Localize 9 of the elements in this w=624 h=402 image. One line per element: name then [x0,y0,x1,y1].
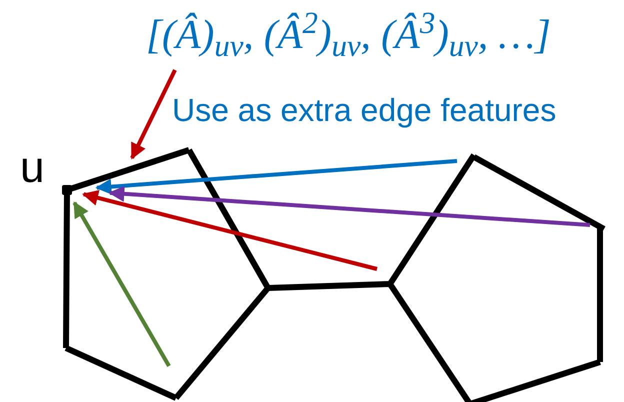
vertex-label: u [20,146,44,190]
graph-vertex [62,185,72,195]
arrow [72,201,171,367]
note-text: Use as extra edge features [172,91,556,130]
arrow [95,159,458,195]
arrow [82,190,378,271]
arrow [108,186,590,227]
leader-line [130,69,177,160]
formula: [(Â)$_{uv}$, (Â$^{2}$)$_{uv}$, (Â$^{3}$)$_{uv}$, …] [146,4,552,64]
